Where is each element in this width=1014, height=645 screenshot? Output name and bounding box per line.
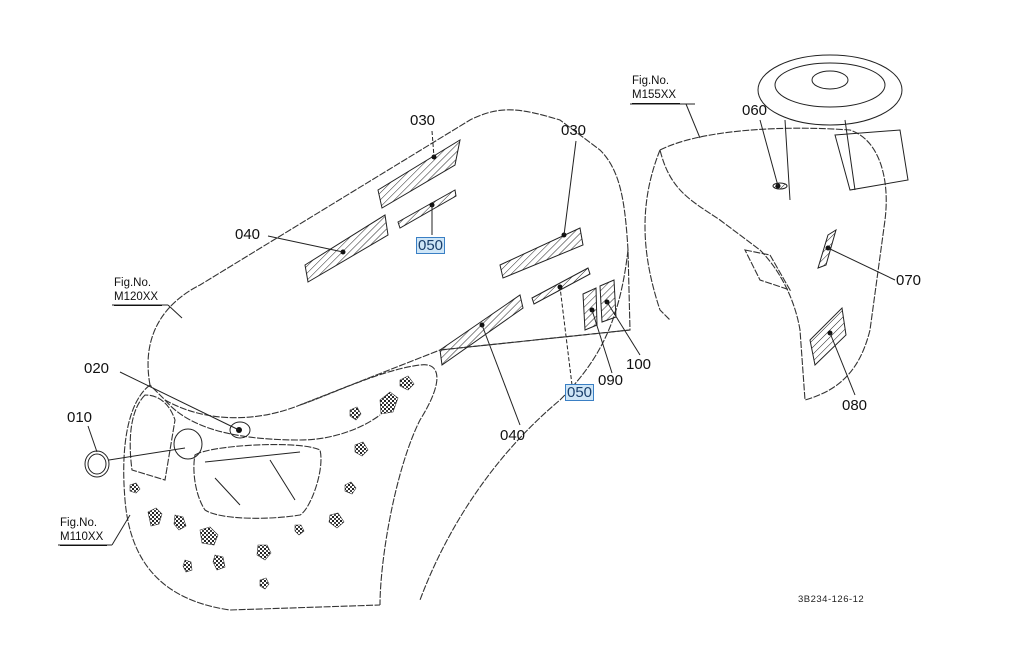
fig-ref-number[interactable]: M110XX — [60, 530, 108, 546]
fig-ref-label: Fig.No. — [114, 277, 152, 289]
callout-050-bottom-highlighted[interactable]: 050 — [565, 384, 595, 401]
callout-090[interactable]: 090 — [598, 372, 624, 389]
leader-lines — [58, 103, 896, 546]
fig-ref-m110xx[interactable]: Fig.No. M110XX — [60, 516, 108, 546]
callout-070[interactable]: 070 — [896, 272, 922, 289]
fig-ref-label: Fig.No. — [632, 75, 670, 87]
fig-ref-number[interactable]: M155XX — [632, 88, 681, 104]
hood-outline — [123, 109, 631, 611]
callout-080[interactable]: 080 — [842, 397, 868, 414]
front-grille — [84, 394, 322, 519]
callout-010[interactable]: 010 — [67, 409, 93, 426]
callout-030-top[interactable]: 030 — [410, 112, 436, 129]
speckle-decals — [129, 375, 415, 590]
callout-100[interactable]: 100 — [626, 356, 652, 373]
callout-050-top-highlighted[interactable]: 050 — [416, 237, 446, 254]
fig-ref-m120xx[interactable]: Fig.No. M120XX — [114, 276, 163, 306]
callout-040-top[interactable]: 040 — [235, 226, 261, 243]
callout-030-right[interactable]: 030 — [561, 122, 587, 139]
fig-ref-m155xx[interactable]: Fig.No. M155XX — [632, 74, 681, 104]
callout-020[interactable]: 020 — [84, 360, 110, 377]
fig-ref-number[interactable]: M120XX — [114, 290, 163, 306]
callout-060[interactable]: 060 — [742, 102, 768, 119]
fig-ref-label: Fig.No. — [60, 517, 98, 529]
hood-decals — [304, 138, 617, 366]
callout-040-bottom[interactable]: 040 — [500, 427, 526, 444]
dashboard-panel — [644, 54, 909, 401]
diagram-code: 3B234-126-12 — [798, 594, 865, 605]
